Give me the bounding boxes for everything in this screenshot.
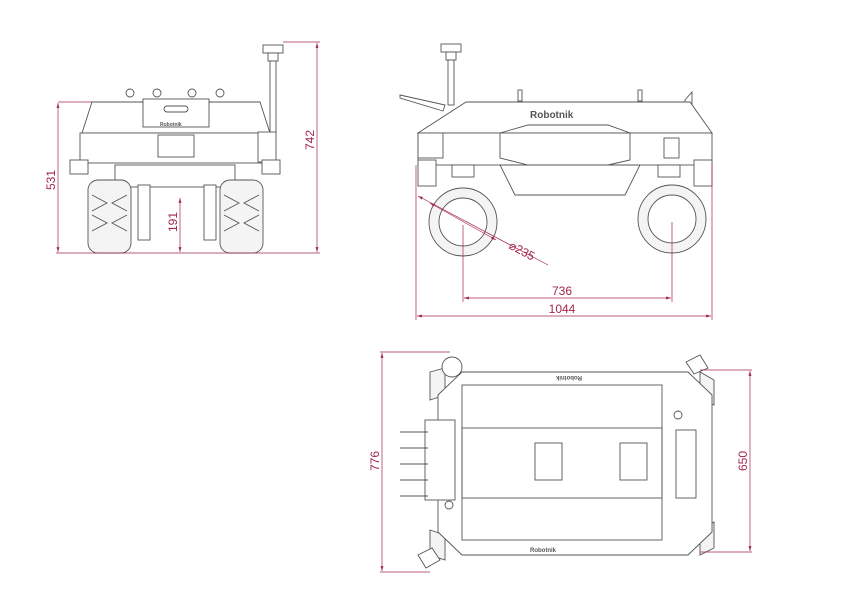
side-view: Robotnik ⌀235 736 1044 [399, 43, 713, 320]
dim-ground-clearance: 191 [166, 212, 180, 232]
dim-top-width: 650 [736, 451, 750, 471]
dim-overall-length: 1044 [549, 302, 576, 316]
dim-wheel-diameter: ⌀235 [507, 238, 538, 263]
lifting-eyes [125, 88, 225, 98]
dim-body-height: 531 [44, 170, 58, 190]
dim-overall-height: 742 [303, 130, 317, 150]
top-logo-front: Robotnik [530, 548, 557, 554]
front-view: Robotnik 531 742 191 [44, 41, 320, 254]
top-body [437, 371, 713, 556]
side-front-wheel [637, 184, 707, 254]
dim-wheelbase: 736 [552, 284, 572, 298]
top-view: Robotnik Robotnik 776 650 [368, 351, 752, 573]
front-logo: Robotnik [160, 122, 182, 128]
side-logo: Robotnik [530, 110, 574, 121]
dim-top-length: 776 [368, 451, 382, 471]
top-logo-rear: Robotnik [555, 374, 582, 380]
